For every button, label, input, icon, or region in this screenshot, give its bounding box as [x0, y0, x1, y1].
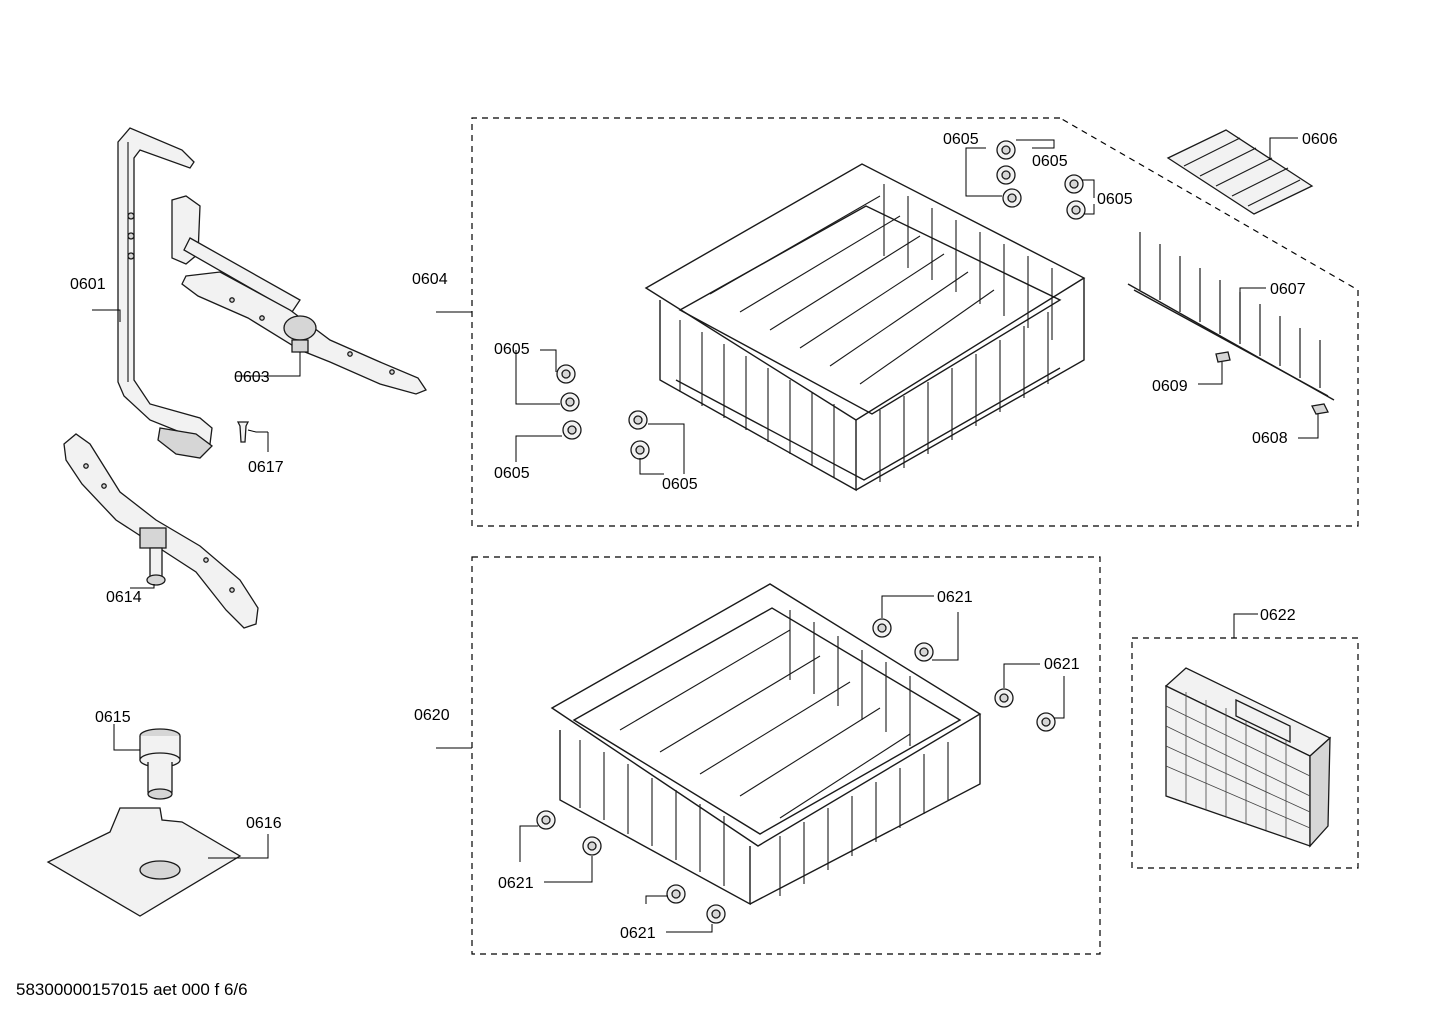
lower-rack-group-frame	[471, 556, 1101, 955]
part-0620-lower-basket	[550, 583, 982, 906]
label-0603: 0603	[234, 369, 270, 386]
label-0605-a: 0605	[943, 131, 979, 148]
label-0609: 0609	[1152, 378, 1188, 395]
label-0605-b: 0605	[1032, 153, 1068, 170]
part-0615-filter	[139, 728, 181, 800]
part-0607-tine-row	[1127, 232, 1335, 401]
part-0605-wheels	[556, 140, 1086, 460]
part-labels: 0601 0603 0617 0614 0615 0616 0604 0605 …	[70, 131, 1338, 942]
label-0606: 0606	[1302, 131, 1338, 148]
label-0615: 0615	[95, 709, 131, 726]
label-0621-a: 0621	[937, 589, 973, 606]
document-footer-code: 58300000157015 aet 000 f 6/6	[16, 980, 248, 999]
label-0605-c: 0605	[1097, 191, 1133, 208]
part-0614-lower-spray-arm	[63, 433, 259, 629]
label-0608: 0608	[1252, 430, 1288, 447]
label-0605-d: 0605	[494, 341, 530, 358]
part-0601-supply-pipe	[117, 127, 213, 459]
label-0604: 0604	[412, 271, 448, 288]
cutlery-basket-group-frame	[1131, 637, 1359, 869]
part-0609-clip	[1215, 351, 1231, 363]
label-0616: 0616	[246, 815, 282, 832]
part-0621-wheels	[536, 618, 1056, 924]
part-0616-filter-plate	[46, 807, 242, 917]
label-0621-b: 0621	[1044, 656, 1080, 673]
part-0604-upper-basket	[644, 163, 1086, 492]
label-0617: 0617	[248, 459, 284, 476]
label-0605-f: 0605	[662, 476, 698, 493]
leader-lines	[92, 137, 1319, 933]
label-0621-d: 0621	[620, 925, 656, 942]
label-0605-e: 0605	[494, 465, 530, 482]
label-0622: 0622	[1260, 607, 1296, 624]
part-0608-clip	[1311, 403, 1329, 415]
label-0601: 0601	[70, 276, 106, 293]
label-0607: 0607	[1270, 281, 1306, 298]
part-0606-cup-shelf	[1166, 129, 1314, 215]
label-0614: 0614	[106, 589, 142, 606]
upper-rack-group-frame	[471, 117, 1359, 527]
label-0620: 0620	[414, 707, 450, 724]
part-0603-upper-spray-arm	[171, 195, 427, 395]
part-0622-cutlery-basket	[1164, 667, 1332, 848]
part-0617-screw	[236, 421, 250, 443]
label-0621-c: 0621	[498, 875, 534, 892]
